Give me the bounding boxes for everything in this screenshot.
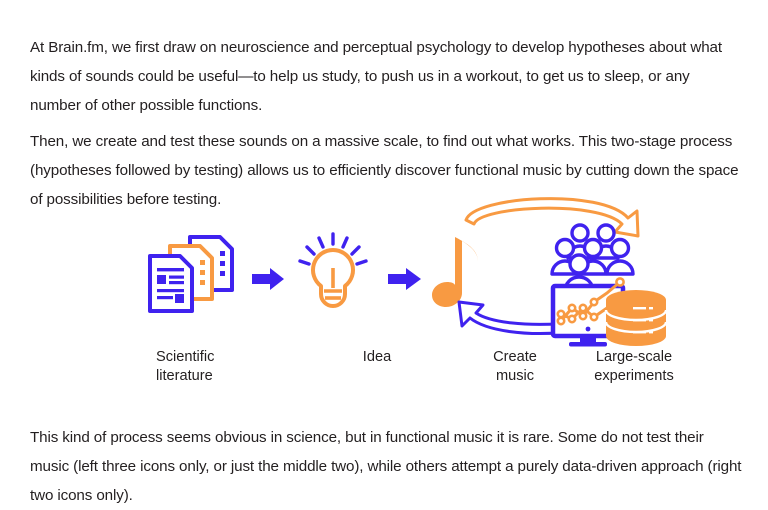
people-group-icon (550, 223, 635, 293)
lightbulb-rays-icon (298, 232, 368, 266)
paragraph-conclusion: This kind of process seems obvious in sc… (30, 429, 742, 505)
curved-arrow-right-icon (464, 197, 640, 238)
process-diagram-icons (128, 190, 688, 350)
stage-label-idea: Idea (362, 349, 392, 365)
paragraph-intro: At Brain.fm, we first draw on neuroscien… (30, 39, 722, 115)
database-icon (604, 290, 668, 346)
experiments-icon (550, 223, 668, 347)
stage-label-scientific-literature: Scientific literature (156, 349, 215, 384)
music-note-icon (432, 237, 478, 307)
article-page: At Brain.fm, we first draw on neuroscien… (30, 39, 742, 505)
lightbulb-icon (298, 232, 368, 308)
arrow-right-icon-2 (388, 268, 421, 290)
process-diagram: Scientific literature Idea Create music … (128, 190, 688, 395)
stage-label-large-scale-experiments: Large-scale experiments (594, 349, 674, 384)
documents-icon (148, 235, 234, 313)
process-diagram-svg (148, 197, 668, 347)
arrow-right-icon-1 (252, 268, 284, 290)
stage-label-create-music: Create music (493, 349, 537, 384)
paragraph-process: Then, we create and test these sounds on… (30, 133, 739, 209)
process-diagram-labels: Scientific literature Idea Create music … (128, 348, 688, 396)
